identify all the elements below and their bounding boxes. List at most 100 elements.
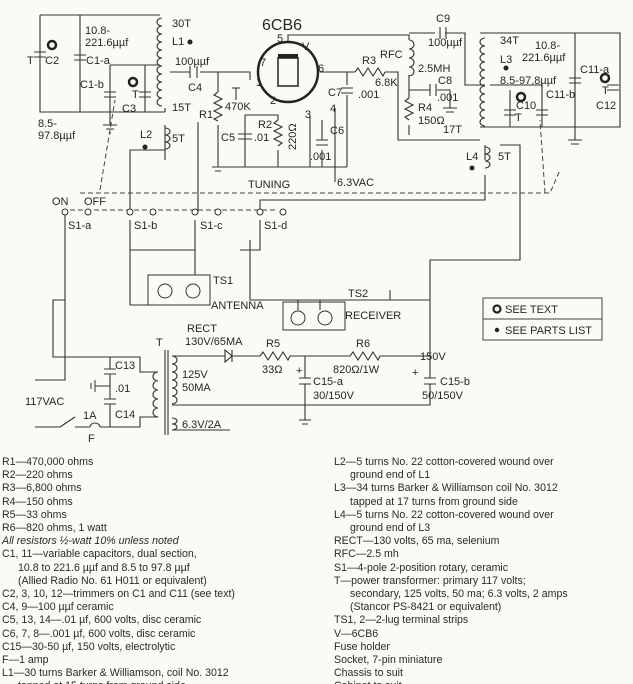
parts-list-line: S1—4-pole 2-position rotary, ceramic [334, 561, 509, 574]
label: 470K [225, 101, 251, 113]
parts-list-right: L2—5 turns No. 22 cotton-covered wound o… [334, 456, 568, 684]
r4-resistor [403, 97, 415, 121]
label: C6 [330, 125, 344, 137]
see-parts-icon [494, 327, 500, 333]
parts-list-line: (Allied Radio No. 61 H011 or equivalent) [18, 574, 207, 587]
label: C5 [221, 132, 235, 144]
label: 5 [277, 33, 283, 45]
parts-list-line: C6, 7, 8—.001 µf, 600 volts, disc cerami… [2, 627, 196, 640]
schematic-diagram: 6CB6 V 5 7 6 1 2 3 4 C2 T C1-a 10.8- 221… [25, 13, 621, 445]
label: C2 [45, 55, 59, 67]
label: 15T [172, 102, 191, 114]
parts-list-line: C4, 9—100 µµf ceramic [2, 601, 114, 614]
label: TS2 [348, 288, 368, 300]
label: S1-d [264, 220, 287, 232]
parts-list-line: L2—5 turns No. 22 cotton-covered wound o… [334, 456, 554, 468]
label: C8 [438, 75, 452, 87]
parts-list-line: R6—820 ohms, 1 watt [2, 522, 107, 535]
label: 1A [83, 410, 97, 422]
parts-list-line: C2, 3, 10, 12—trimmers on C1 and C11 (se… [2, 588, 235, 601]
label: 221.6µµf [85, 37, 129, 49]
parts-list-line: C5, 13, 14—.01 µf, 600 volts, disc ceram… [2, 614, 202, 627]
legend-box: SEE TEXT SEE PARTS LIST [482, 297, 603, 341]
label: + [296, 365, 302, 377]
label: S1-b [134, 220, 157, 232]
parts-list-line: Socket, 7-pin miniature [334, 654, 443, 667]
label: C10 [516, 100, 536, 112]
label: R2 [258, 119, 272, 131]
rfc-coil [408, 39, 415, 77]
label: .001 [358, 89, 379, 101]
label: .001 [310, 151, 331, 163]
l3-coil [479, 37, 486, 127]
label: 8.5-97.8µµf [500, 75, 557, 87]
r2-resistor [272, 119, 284, 147]
label: 30/150V [313, 390, 355, 402]
label: 8.5- [38, 118, 57, 130]
label: OFF [84, 196, 106, 208]
parts-list-line: RECT—130 volts, 65 ma, selenium [334, 535, 500, 548]
c4-capacitor [189, 66, 198, 78]
label: 6 [318, 63, 324, 75]
parts-list-line: Chassis to suit [334, 667, 403, 680]
label: L3 [500, 54, 512, 66]
label: L4 [466, 151, 478, 163]
label: 7 [260, 57, 266, 69]
label: TS1 [213, 275, 233, 287]
label: 100µµf [428, 37, 463, 49]
label: T [602, 85, 609, 97]
label: F [88, 433, 95, 445]
label: V [302, 41, 310, 53]
label: 3 [305, 109, 311, 121]
label: C1-a [86, 55, 111, 67]
tube-type: 6CB6 [262, 17, 302, 34]
r6-resistor [349, 350, 381, 362]
label: 10.8- [85, 25, 110, 37]
parts-list-line: tapped at 15 turns from ground side [2, 680, 235, 684]
ts1-strip [147, 274, 211, 306]
label: C12 [596, 100, 616, 112]
label: R5 [266, 338, 280, 350]
parts-list-line: L3—34 turns Barker & Williamson coil No.… [334, 482, 558, 495]
c9-capacitor [439, 27, 447, 39]
label: RECT [187, 323, 217, 335]
label: T [156, 337, 163, 349]
label: T [515, 112, 522, 124]
label: C1-b [80, 79, 104, 91]
parts-list-line: V—6CB6 [334, 627, 379, 640]
label: 100µµf [175, 56, 210, 68]
label: 34T [500, 35, 519, 47]
label: 2.5MH [418, 63, 450, 75]
label: R1 [199, 109, 213, 121]
label: 50/150V [422, 390, 464, 402]
label: 1 [256, 77, 262, 89]
parts-list-line: All resistors ½-watt 10% unless noted [2, 535, 179, 548]
label: 5T [498, 151, 511, 163]
parts-list-line: R1—470,000 ohms [2, 456, 94, 468]
label: .01 [254, 132, 269, 144]
power-switch-fuse [59, 416, 101, 428]
parts-list-line: R3—6,800 ohms [2, 482, 82, 495]
label: 117VAC [25, 396, 64, 408]
l1-coil [156, 17, 163, 107]
transformer-core [164, 350, 169, 435]
label: 820Ω/1W [333, 364, 380, 376]
parts-list-line: L1—30 turns Barker & Williamson, coil No… [2, 667, 229, 680]
see-text-marker-c3 [127, 76, 139, 88]
see-text-marker-c12 [599, 72, 611, 84]
label: .01 [115, 383, 130, 395]
c8-capacitor [429, 84, 437, 96]
label: R6 [356, 338, 370, 350]
parts-list-line: R4—150 ohms [2, 495, 73, 508]
label: RECEIVER [345, 310, 401, 322]
transformer-filament [171, 417, 178, 431]
parts-list-line: C1, 11—variable capacitors, dual section… [2, 548, 197, 561]
label: C9 [436, 13, 450, 25]
parts-list-line: secondary, 125 volts, 50 ma; 6.3 volts, … [350, 588, 568, 601]
label: L1 [172, 36, 184, 48]
parts-list-line: T—power transformer: primary 117 volts; [334, 574, 526, 587]
parts-list-line: F—1 amp [2, 654, 49, 667]
label: T [27, 55, 34, 67]
see-text-icon [492, 304, 502, 314]
